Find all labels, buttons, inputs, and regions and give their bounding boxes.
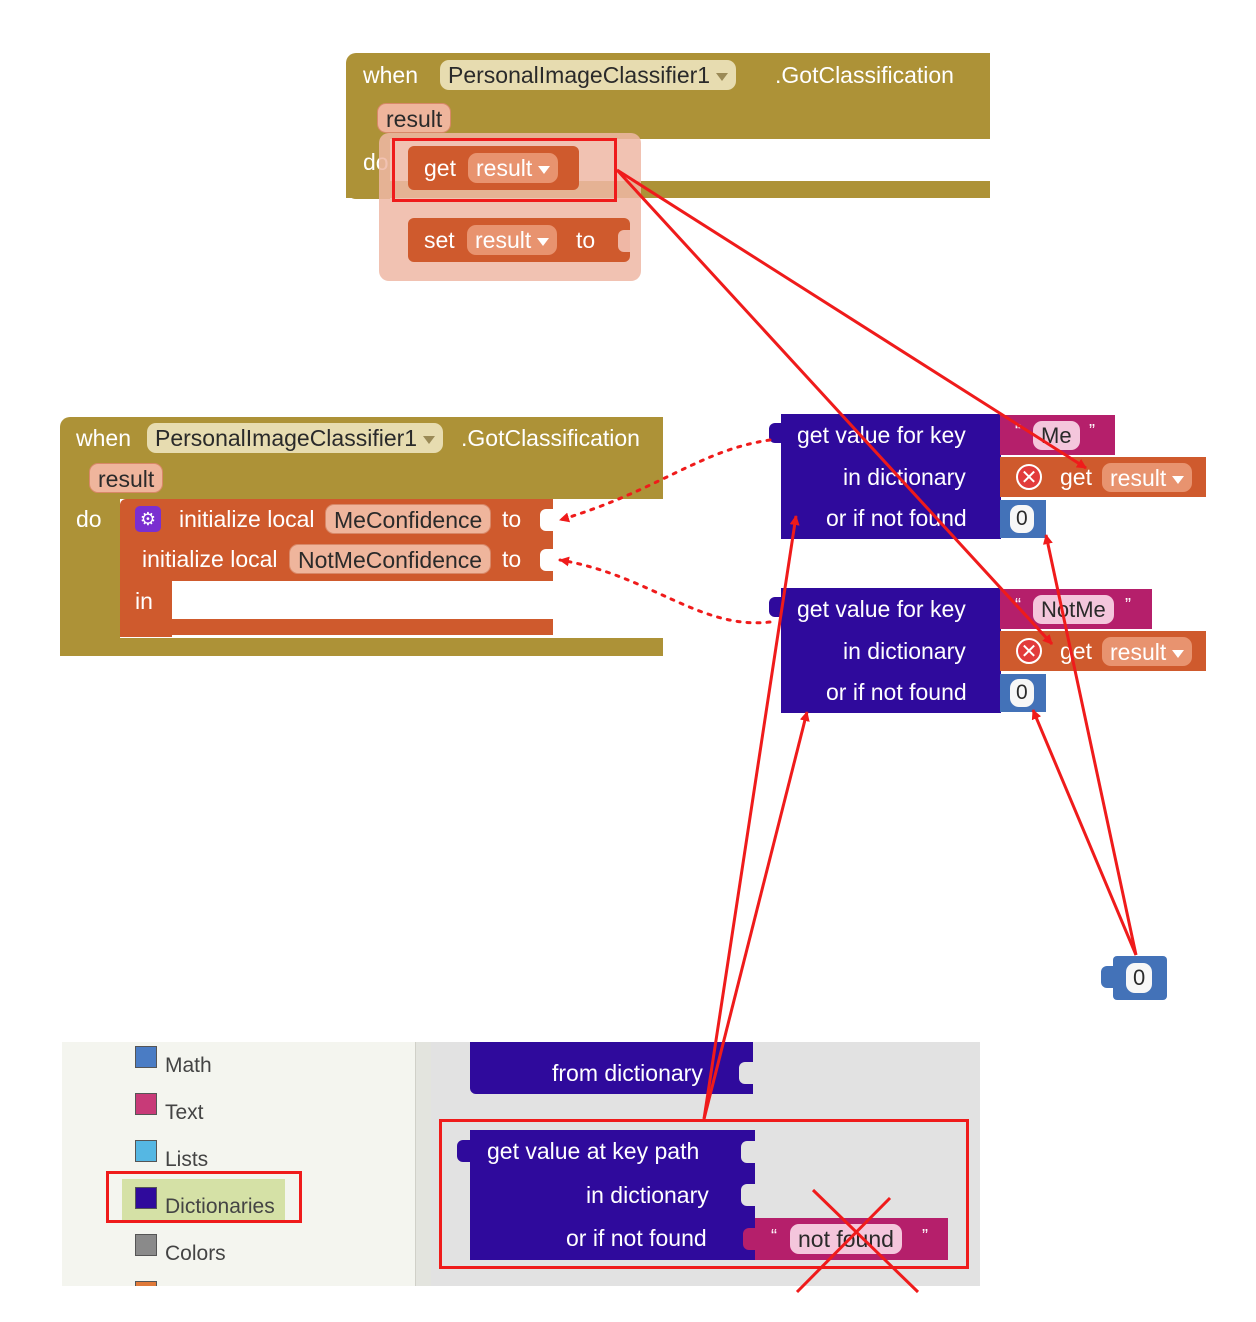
arrows-from-get [615, 168, 1087, 646]
chevron-down-icon [423, 435, 436, 444]
dict-line2: in dictionary [843, 464, 966, 490]
chevron-down-icon [1172, 649, 1185, 658]
error-icon[interactable]: ✕ [1016, 638, 1042, 664]
set-label: set [424, 227, 455, 253]
highlight-box-get [392, 138, 617, 202]
event-name: .GotClassification [461, 425, 640, 451]
next-category-swatch [135, 1281, 157, 1286]
when-label: when [363, 62, 418, 88]
set-var-name: result [475, 227, 532, 253]
key-path-label: get value at key path [487, 1138, 700, 1164]
init-local-footer [120, 619, 553, 635]
category-label: Text [165, 1101, 204, 1124]
event-name: .GotClassification [775, 62, 954, 88]
init2-to-label: to [502, 546, 522, 572]
init1-label: initialize local [179, 506, 315, 532]
param-result[interactable]: result [89, 463, 164, 493]
dict-line2: in dictionary [843, 638, 966, 664]
socket [540, 549, 553, 571]
get-var-dropdown[interactable]: result [468, 153, 559, 183]
category-label: Dictionaries [165, 1195, 275, 1218]
event-block-main-footer [60, 638, 663, 656]
dict-line1: get value for key [797, 422, 966, 448]
do-label: do [76, 506, 102, 532]
in-label: in [135, 588, 153, 614]
in-statement-slot [172, 581, 553, 619]
from-dictionary-label: from dictionary [552, 1060, 703, 1086]
event-block-main-spine [60, 499, 120, 656]
chevron-down-icon [538, 165, 551, 174]
dict-line3: or if not found [826, 679, 967, 705]
get-label: get [424, 155, 456, 181]
category-label: Math [165, 1054, 212, 1077]
socket [739, 1062, 753, 1084]
socket [741, 1141, 755, 1163]
get-label: get [1060, 638, 1092, 664]
puzzle-tab [743, 1228, 755, 1250]
category-label: Lists [165, 1148, 209, 1171]
get-var-dropdown[interactable]: result [1102, 463, 1193, 492]
dict-line1: get value for key [797, 596, 966, 622]
get-var-name: result [476, 155, 533, 181]
key-me-field[interactable]: Me [1033, 421, 1080, 450]
highlight-box-dictionaries [106, 1171, 302, 1223]
component-dropdown[interactable]: PersonalImageClassifier1 [440, 60, 737, 90]
puzzle-tab [769, 423, 781, 443]
puzzle-tab [1101, 966, 1113, 988]
param-result[interactable]: result [377, 103, 452, 133]
get-var-name: result [1110, 465, 1167, 491]
component-dropdown[interactable]: PersonalImageClassifier1 [147, 423, 444, 453]
quote-close: ” [1125, 595, 1131, 615]
in-dictionary-label: in dictionary [586, 1182, 709, 1208]
dotted-arrow [558, 556, 772, 625]
set-to-label: to [576, 227, 596, 253]
quote-open: “ [1015, 595, 1021, 615]
puzzle-tab [769, 597, 781, 617]
when-label: when [76, 425, 131, 451]
quote-close: ” [1089, 421, 1095, 441]
socket [741, 1184, 755, 1206]
component-name: PersonalImageClassifier1 [448, 62, 711, 88]
set-var-dropdown[interactable]: result [467, 225, 558, 255]
get-var-dropdown[interactable]: result [1102, 637, 1193, 666]
swatch [135, 1187, 157, 1209]
chevron-down-icon [1172, 475, 1185, 484]
dict-line3: or if not found [826, 505, 967, 531]
key-path-block[interactable] [470, 1130, 755, 1260]
swatch [135, 1140, 157, 1162]
init1-to-label: to [502, 506, 522, 532]
default-number-field[interactable]: 0 [1010, 505, 1034, 533]
swatch [135, 1046, 157, 1068]
category-label: Colors [165, 1242, 226, 1265]
arrow-line [1031, 709, 1138, 956]
swatch [135, 1234, 157, 1256]
init2-name-field[interactable]: NotMeConfidence [289, 544, 492, 574]
lone-number-field[interactable]: 0 [1126, 963, 1153, 993]
quote-close: ” [922, 1226, 928, 1246]
error-icon[interactable]: ✕ [1016, 464, 1042, 490]
gear-icon[interactable]: ⚙ [135, 506, 161, 532]
get-label: get [1060, 464, 1092, 490]
palette-divider[interactable] [415, 1042, 432, 1286]
arrow-line [615, 168, 1054, 646]
blocks-palette [62, 1042, 415, 1286]
init2-label: initialize local [142, 546, 278, 572]
puzzle-tab [457, 1140, 470, 1162]
default-number-field[interactable]: 0 [1010, 679, 1034, 707]
get-var-name: result [1110, 639, 1167, 665]
key-notme-field[interactable]: NotMe [1033, 595, 1114, 624]
socket [618, 230, 630, 252]
component-name: PersonalImageClassifier1 [155, 425, 418, 451]
init1-name-field[interactable]: MeConfidence [325, 504, 492, 534]
socket [540, 509, 553, 531]
quote-open: “ [771, 1226, 777, 1246]
chevron-down-icon [716, 72, 729, 81]
chevron-down-icon [537, 237, 550, 246]
swatch [135, 1093, 157, 1115]
quote-open: “ [1015, 421, 1021, 441]
or-if-not-found-label: or if not found [566, 1225, 707, 1251]
highlight-box-key-path [439, 1119, 969, 1269]
